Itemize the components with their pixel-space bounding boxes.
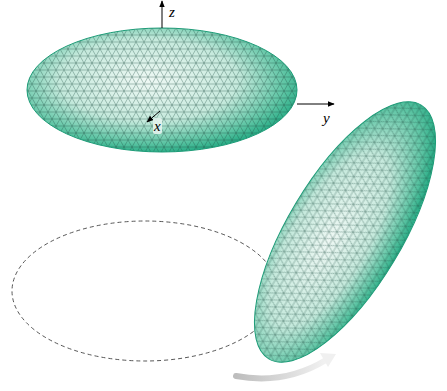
rotation-arrowhead xyxy=(320,353,336,367)
dashed-outline xyxy=(12,221,278,361)
axis-label: z xyxy=(168,4,176,20)
rotation-arrow xyxy=(236,360,326,378)
y-axis xyxy=(297,104,334,105)
axis-label: x xyxy=(153,118,162,134)
axis-label-box: x xyxy=(153,117,162,135)
axis-label: y xyxy=(322,110,331,126)
axis-label-box: y xyxy=(322,109,331,127)
ellipsoid-upright xyxy=(27,28,297,152)
ellipsoid-rotated xyxy=(220,76,447,388)
axis-label-box: z xyxy=(168,3,176,21)
z-axis xyxy=(162,1,163,28)
